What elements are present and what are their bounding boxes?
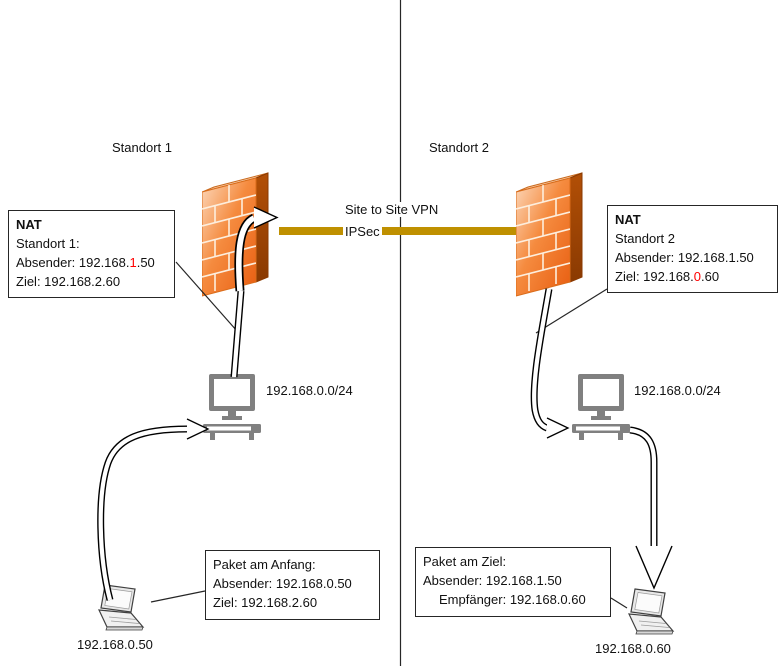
nat2-target-highlight: 0 xyxy=(693,268,702,284)
packet2-sender-line: Absender: 192.168.1.50 xyxy=(423,572,562,588)
cable-firewall-to-pc-site2 xyxy=(530,288,570,439)
packet2-receiver-line: Empfänger: 192.168.0.60 xyxy=(439,591,586,607)
nat1-heading: NAT xyxy=(16,217,42,232)
nat1-sender-suffix: .50 xyxy=(136,254,155,270)
laptop-label-site2: 192.168.0.60 xyxy=(595,641,671,656)
callout-line-packet2 xyxy=(610,597,628,609)
site1-title: Standort 1 xyxy=(112,140,172,155)
nat1-target-line: Ziel: 192.168.2.60 xyxy=(16,273,121,289)
network-label-site2: 192.168.0.0/24 xyxy=(634,383,721,398)
nat1-sender-line: Absender: 192.168.1.50 xyxy=(16,254,167,273)
cable-pc-to-laptop-site2 xyxy=(629,426,673,590)
nat2-target-line: Ziel: 192.168.0.60 xyxy=(615,268,770,287)
nat2-sender-line: Absender: 192.168.1.50 xyxy=(615,249,754,265)
flow-arrow-site2 xyxy=(546,417,570,439)
flow-arrow-site1 xyxy=(186,418,210,440)
callout-line-packet1 xyxy=(150,590,206,603)
nat2-heading: NAT xyxy=(615,212,641,227)
nat1-sender-highlight: 1 xyxy=(129,254,137,270)
network-label-site1: 192.168.0.0/24 xyxy=(266,383,353,398)
vpn-title-label: Site to Site VPN xyxy=(343,202,441,217)
nat1-sender-prefix: Absender: 192.168. xyxy=(16,254,130,270)
packet1-sender-line: Absender: 192.168.0.50 xyxy=(213,575,352,591)
cable-firewall-to-pc-site1 xyxy=(230,290,245,378)
nat-box-site1: NAT Standort 1: Absender: 192.168.1.50 Z… xyxy=(8,210,175,299)
cable-laptop-to-pc-site1 xyxy=(97,418,210,601)
packet2-heading: Paket am Ziel: xyxy=(423,554,507,569)
delivery-down-arrow xyxy=(635,545,673,590)
packet-start-box: Paket am Anfang: Absender: 192.168.0.50 … xyxy=(205,550,380,620)
nat-turn-arrow xyxy=(234,206,279,292)
vpn-protocol-label: IPSec xyxy=(343,224,382,239)
laptop-label-site1: 192.168.0.50 xyxy=(77,637,153,652)
packet1-target-line: Ziel: 192.168.2.60 xyxy=(213,594,318,610)
packet-destination-box: Paket am Ziel: Absender: 192.168.1.50 Em… xyxy=(415,547,611,617)
packet1-heading: Paket am Anfang: xyxy=(213,557,316,572)
callout-line-nat2 xyxy=(535,288,608,334)
nat1-subheading: Standort 1: xyxy=(16,235,80,251)
nat-box-site2: NAT Standort 2 Absender: 192.168.1.50 Zi… xyxy=(607,205,778,294)
site2-title: Standort 2 xyxy=(429,140,489,155)
nat2-target-suffix: .60 xyxy=(701,268,720,284)
nat2-subheading: Standort 2 xyxy=(615,230,675,246)
nat2-target-prefix: Ziel: 192.168. xyxy=(615,268,694,284)
callout-line-nat1 xyxy=(175,261,238,332)
